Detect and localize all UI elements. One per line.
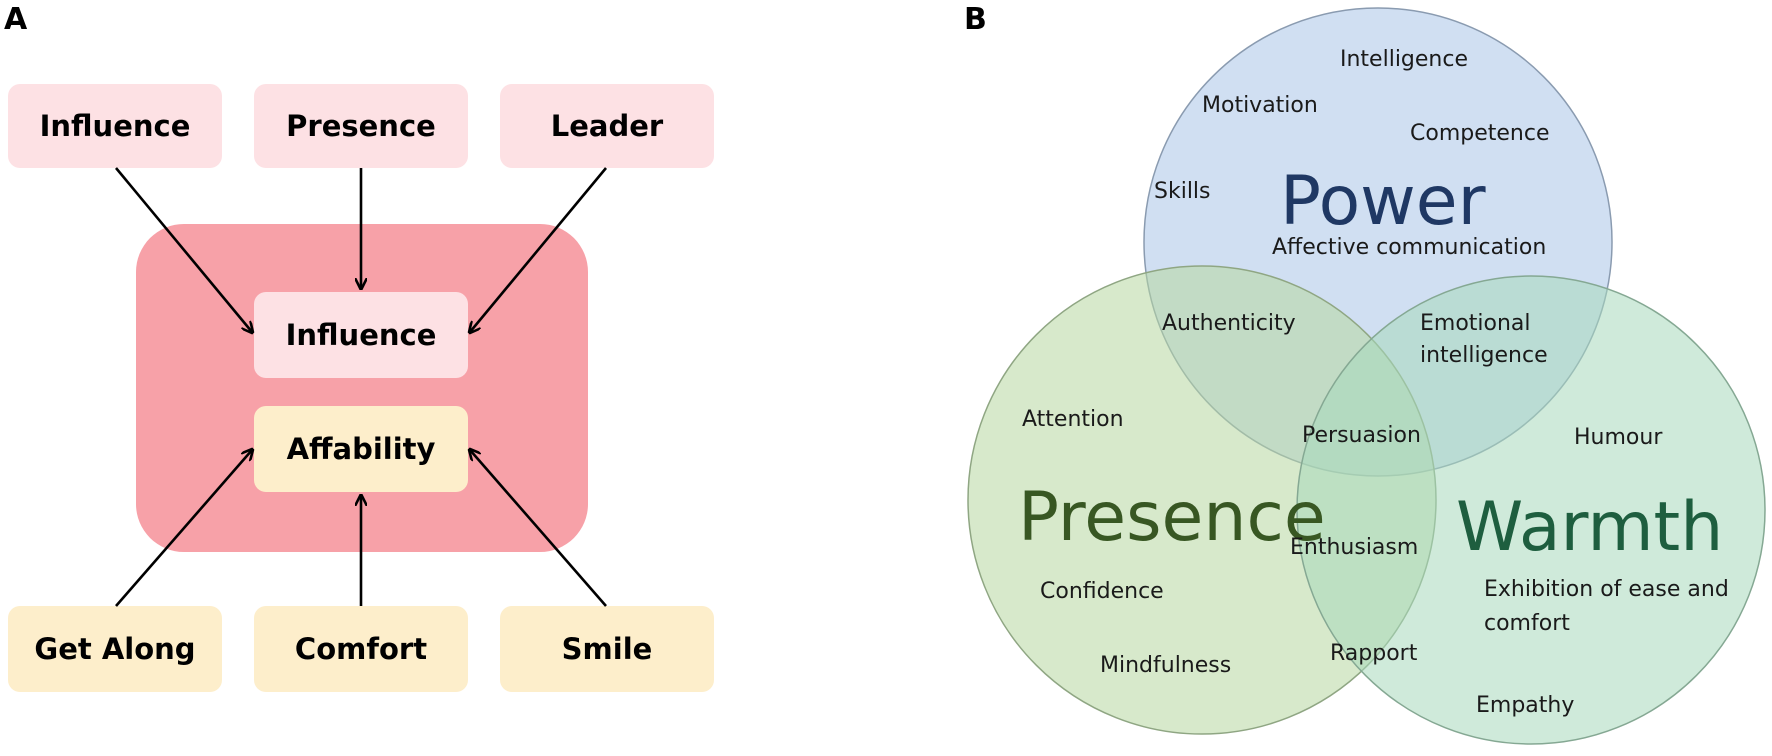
arrow-smile-to-affability	[470, 450, 607, 607]
word-enthusiasm: Enthusiasm	[1290, 535, 1418, 560]
word-attention: Attention	[1022, 407, 1124, 432]
arrow-leader-to-influence	[470, 167, 608, 332]
arrow-get-along-to-affability	[115, 450, 252, 607]
word-emotional: Emotional	[1420, 311, 1531, 336]
word-motivation: Motivation	[1202, 93, 1318, 118]
word-skills: Skills	[1154, 179, 1211, 204]
panel-a-label: A	[4, 2, 28, 37]
word-confidence: Confidence	[1040, 579, 1164, 604]
word-exhibition: Exhibition of ease and	[1484, 577, 1729, 602]
word-competence: Competence	[1410, 121, 1550, 146]
arrow-influence-to-influence	[114, 167, 252, 332]
panel-b-label: B	[964, 2, 987, 37]
word-comfort: comfort	[1484, 611, 1570, 636]
presence-title: Presence	[1018, 478, 1326, 557]
warmth-title: Warmth	[1456, 488, 1723, 567]
power-title: Power	[1280, 162, 1486, 241]
word-mindfulness: Mindfulness	[1100, 653, 1231, 678]
bottom-box-smile: Smile	[500, 606, 714, 692]
word-rapport: Rapport	[1330, 641, 1418, 666]
top-box-presence: Presence	[254, 84, 468, 168]
word-empathy: Empathy	[1476, 693, 1574, 718]
word-intelligence-2: intelligence	[1420, 343, 1548, 368]
top-box-leader: Leader	[500, 84, 714, 168]
warmth-circle	[1296, 275, 1766, 745]
center-box-affability: Affability	[254, 406, 468, 492]
word-persuasion: Persuasion	[1302, 423, 1421, 448]
word-authenticity: Authenticity	[1162, 311, 1296, 336]
word-humour: Humour	[1574, 425, 1663, 450]
bottom-box-comfort: Comfort	[254, 606, 468, 692]
top-box-influence: Influence	[8, 84, 222, 168]
bottom-box-get-along: Get Along	[8, 606, 222, 692]
word-affective-communication: Affective communication	[1272, 235, 1546, 260]
word-intelligence: Intelligence	[1340, 47, 1468, 72]
center-box-influence: Influence	[254, 292, 468, 378]
